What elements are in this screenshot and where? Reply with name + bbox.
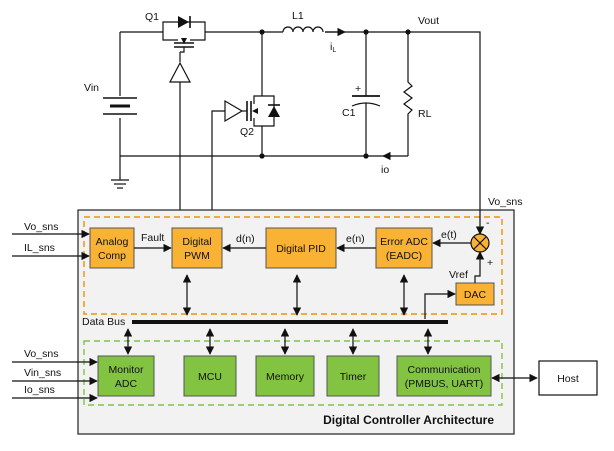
il-sns-input-label: IL_sns (24, 242, 55, 254)
q2-label: Q2 (240, 126, 254, 138)
dac-bus-link (424, 289, 456, 319)
ground-icon (111, 172, 129, 189)
error-adc-block: Error ADC (EADC) (375, 227, 433, 269)
l1-inductor (282, 26, 324, 33)
timer-block: Timer (326, 355, 380, 397)
svg-text:ADC: ADC (115, 378, 138, 390)
mcu-block: MCU (183, 355, 237, 397)
l1-label: L1 (292, 10, 304, 22)
svg-text:Error ADC: Error ADC (380, 236, 428, 248)
minus-sign: - (486, 217, 490, 229)
controller-title: Digital Controller Architecture (323, 413, 494, 427)
svg-text:Analog: Analog (96, 236, 129, 248)
il-label: iL (330, 41, 336, 54)
q1-label: Q1 (145, 11, 159, 23)
svg-text:Monitor: Monitor (108, 364, 144, 376)
digital-pid-block: Digital PID (265, 227, 337, 269)
svg-text:Memory: Memory (266, 371, 305, 383)
q1-mosfet (162, 16, 206, 53)
monitor-adc-block: Monitor ADC (97, 355, 155, 397)
vin-source (103, 97, 137, 115)
memory-block: Memory (255, 355, 315, 397)
junction-dot (363, 153, 369, 159)
vout-sense-wire (408, 31, 481, 232)
dn-label: d(n) (236, 233, 255, 245)
q2-mosfet (242, 95, 280, 127)
vo-sns-input-label: Vo_sns (24, 221, 58, 233)
dac-block: DAC (455, 282, 495, 306)
vo-sns-label: Vo_sns (488, 196, 522, 208)
junction-dot (259, 153, 265, 159)
data-bus-label: Data Bus (82, 316, 125, 328)
svg-text:PWM: PWM (184, 250, 210, 262)
power-stage: Q1 Q2 L1 iL Vout Vin + C1 RL io (84, 10, 439, 228)
c1-plus-label: + (355, 83, 361, 95)
vref-arrow (474, 251, 485, 283)
q1-driver-icon (169, 61, 191, 83)
q2-drive-line (211, 110, 225, 228)
vin-label: Vin (84, 82, 99, 94)
q2-driver-icon (224, 99, 244, 123)
svg-text:Digital: Digital (182, 236, 211, 248)
svg-text:DAC: DAC (464, 289, 487, 301)
peripheral-group (83, 340, 503, 406)
rl-resistor (403, 32, 413, 156)
svg-text:Digital PID: Digital PID (276, 243, 326, 255)
communication-block: Communication (PMBUS, UART) (396, 355, 492, 397)
vout-label: Vout (418, 15, 439, 27)
et-label: e(t) (441, 229, 457, 241)
io-label: io (381, 164, 389, 176)
en-label: e(n) (346, 233, 365, 245)
svg-text:(EADC): (EADC) (386, 250, 422, 262)
digital-pwm-block: Digital PWM (171, 227, 223, 269)
svg-text:Communication: Communication (408, 364, 481, 376)
summing-junction-icon (470, 233, 490, 253)
vin-sns-monitor-label: Vin_sns (24, 367, 61, 379)
c1-label: C1 (342, 107, 356, 119)
vo-sns-monitor-label: Vo_sns (24, 348, 58, 360)
svg-text:Timer: Timer (340, 371, 367, 383)
svg-text:MCU: MCU (198, 371, 222, 383)
io-sns-monitor-label: Io_sns (24, 384, 55, 396)
svg-text:Host: Host (557, 373, 579, 385)
junction-dot (363, 29, 369, 35)
analog-comp-block: Analog Comp (89, 227, 135, 269)
fault-label: Fault (141, 232, 164, 244)
vref-label: Vref (449, 269, 468, 281)
junction-dot (259, 29, 265, 35)
plus-sign: + (487, 257, 493, 269)
rl-label: RL (418, 108, 432, 120)
svg-text:Comp: Comp (98, 250, 126, 262)
svg-text:(PMBUS, UART): (PMBUS, UART) (405, 378, 484, 390)
host-block: Host (538, 360, 598, 396)
